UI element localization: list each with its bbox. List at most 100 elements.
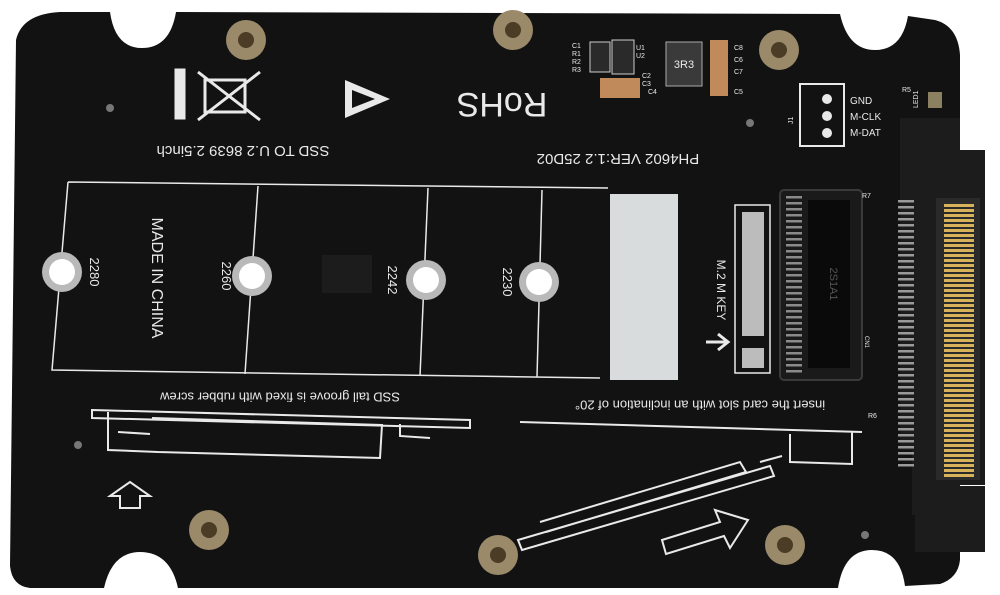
solder-joint <box>898 236 914 239</box>
rohs-label: RoHS <box>457 85 548 123</box>
mount-hole-2242 <box>406 260 446 300</box>
solder-joint <box>786 274 802 277</box>
via <box>746 119 754 127</box>
screw-top-left <box>226 20 266 60</box>
m2-mount-outline <box>51 181 609 379</box>
mount-hole-2230 <box>519 262 559 302</box>
solder-joint <box>898 206 914 209</box>
solder-joint <box>786 370 802 373</box>
solder-joint <box>898 314 914 317</box>
solder-joint <box>898 452 914 455</box>
solder-joint <box>898 440 914 443</box>
solder-joint <box>898 386 914 389</box>
slot-label-2280: 2280 <box>87 258 102 287</box>
solder-joint <box>786 208 802 211</box>
solder-joint <box>898 428 914 431</box>
gold-contact-pin <box>944 439 974 442</box>
mount-hole-2280 <box>42 252 82 292</box>
gold-contact-pin <box>944 419 974 422</box>
inclined-card-diagram <box>516 455 783 552</box>
m2-finger-strip <box>742 348 764 368</box>
via <box>74 441 82 449</box>
solder-joint <box>898 290 914 293</box>
solder-joint <box>898 338 914 341</box>
gold-contact-pin <box>944 284 974 287</box>
solder-joint <box>898 284 914 287</box>
solder-joint <box>898 362 914 365</box>
mount-hole-2260 <box>232 256 272 296</box>
model-line: PH4602 VER:1.2 25D02 <box>537 150 700 167</box>
gold-contact-pin <box>944 424 974 427</box>
gold-contact-pin <box>944 409 974 412</box>
gold-contact-pin <box>944 429 974 432</box>
solder-joint <box>898 242 914 245</box>
label-c8: C8 <box>734 45 743 52</box>
gold-contact-pin <box>944 259 974 262</box>
solder-joint <box>898 416 914 419</box>
solder-joint <box>786 286 802 289</box>
gold-contact-pin <box>944 399 974 402</box>
inductor-marking: 3R3 <box>674 59 694 71</box>
gold-contact-pin <box>944 254 974 257</box>
smd-component-cluster <box>589 39 728 98</box>
label-r6: R6 <box>868 413 877 420</box>
solder-joint <box>786 310 802 313</box>
label-c7: C7 <box>734 69 743 76</box>
title-line: SSD TO U.2 8639 2.5inch <box>157 142 330 159</box>
solder-joint <box>786 298 802 301</box>
via <box>861 531 869 539</box>
solder-joint <box>786 232 802 235</box>
solder-joint <box>898 278 914 281</box>
esd-warning-icon <box>345 80 390 118</box>
solder-joint <box>898 446 914 449</box>
label-cn1: CN1 <box>863 336 869 349</box>
gold-contact-pin <box>944 389 974 392</box>
gold-contact-pin <box>944 354 974 357</box>
gold-contact-pin <box>944 234 974 237</box>
solder-joint <box>786 220 802 223</box>
m2-key-label: M.2 M KEY <box>714 260 728 321</box>
solder-joint <box>786 214 802 217</box>
gold-contact-pin <box>944 279 974 282</box>
gold-contact-pin <box>944 444 974 447</box>
gold-contact-pin <box>944 434 974 437</box>
solder-joint <box>786 226 802 229</box>
gold-contact-pin <box>944 229 974 232</box>
gold-contact-pin <box>944 214 974 217</box>
gold-contact-pin <box>944 474 974 477</box>
solder-joint <box>898 254 914 257</box>
solder-joint <box>786 280 802 283</box>
solder-joint <box>786 292 802 295</box>
label-c3: C3 <box>642 81 651 88</box>
slot-label-2260: 2260 <box>219 262 234 291</box>
connector-marking: 2S1A1 <box>827 267 839 300</box>
gold-contact-pin <box>944 384 974 387</box>
solder-joint <box>898 302 914 305</box>
pcb-body <box>10 12 960 588</box>
slot-label-2242: 2242 <box>385 266 400 295</box>
gold-contact-pin <box>944 369 974 372</box>
solder-joint <box>898 200 914 203</box>
label-c2: C2 <box>642 73 651 80</box>
via <box>106 104 114 112</box>
gold-contact-pin <box>944 274 974 277</box>
gold-contact-pin <box>944 244 974 247</box>
solder-joint <box>786 238 802 241</box>
header-j1 <box>799 83 845 147</box>
gold-contact-pin <box>944 239 974 242</box>
solder-joint <box>898 320 914 323</box>
screw-top-middle <box>493 10 533 50</box>
solder-joint <box>898 392 914 395</box>
weee-bin-icon <box>174 68 261 122</box>
gold-contact-pin <box>944 269 974 272</box>
gold-contact-pin <box>944 224 974 227</box>
gold-contact-pin <box>944 204 974 207</box>
m2-key-outline <box>734 204 771 374</box>
header-pin <box>822 94 832 104</box>
gold-contact-pin <box>944 294 974 297</box>
label-r3: R3 <box>572 67 581 74</box>
u2-connector-foot <box>915 486 985 552</box>
gold-contact-pin <box>944 449 974 452</box>
gold-contact-pin <box>944 454 974 457</box>
